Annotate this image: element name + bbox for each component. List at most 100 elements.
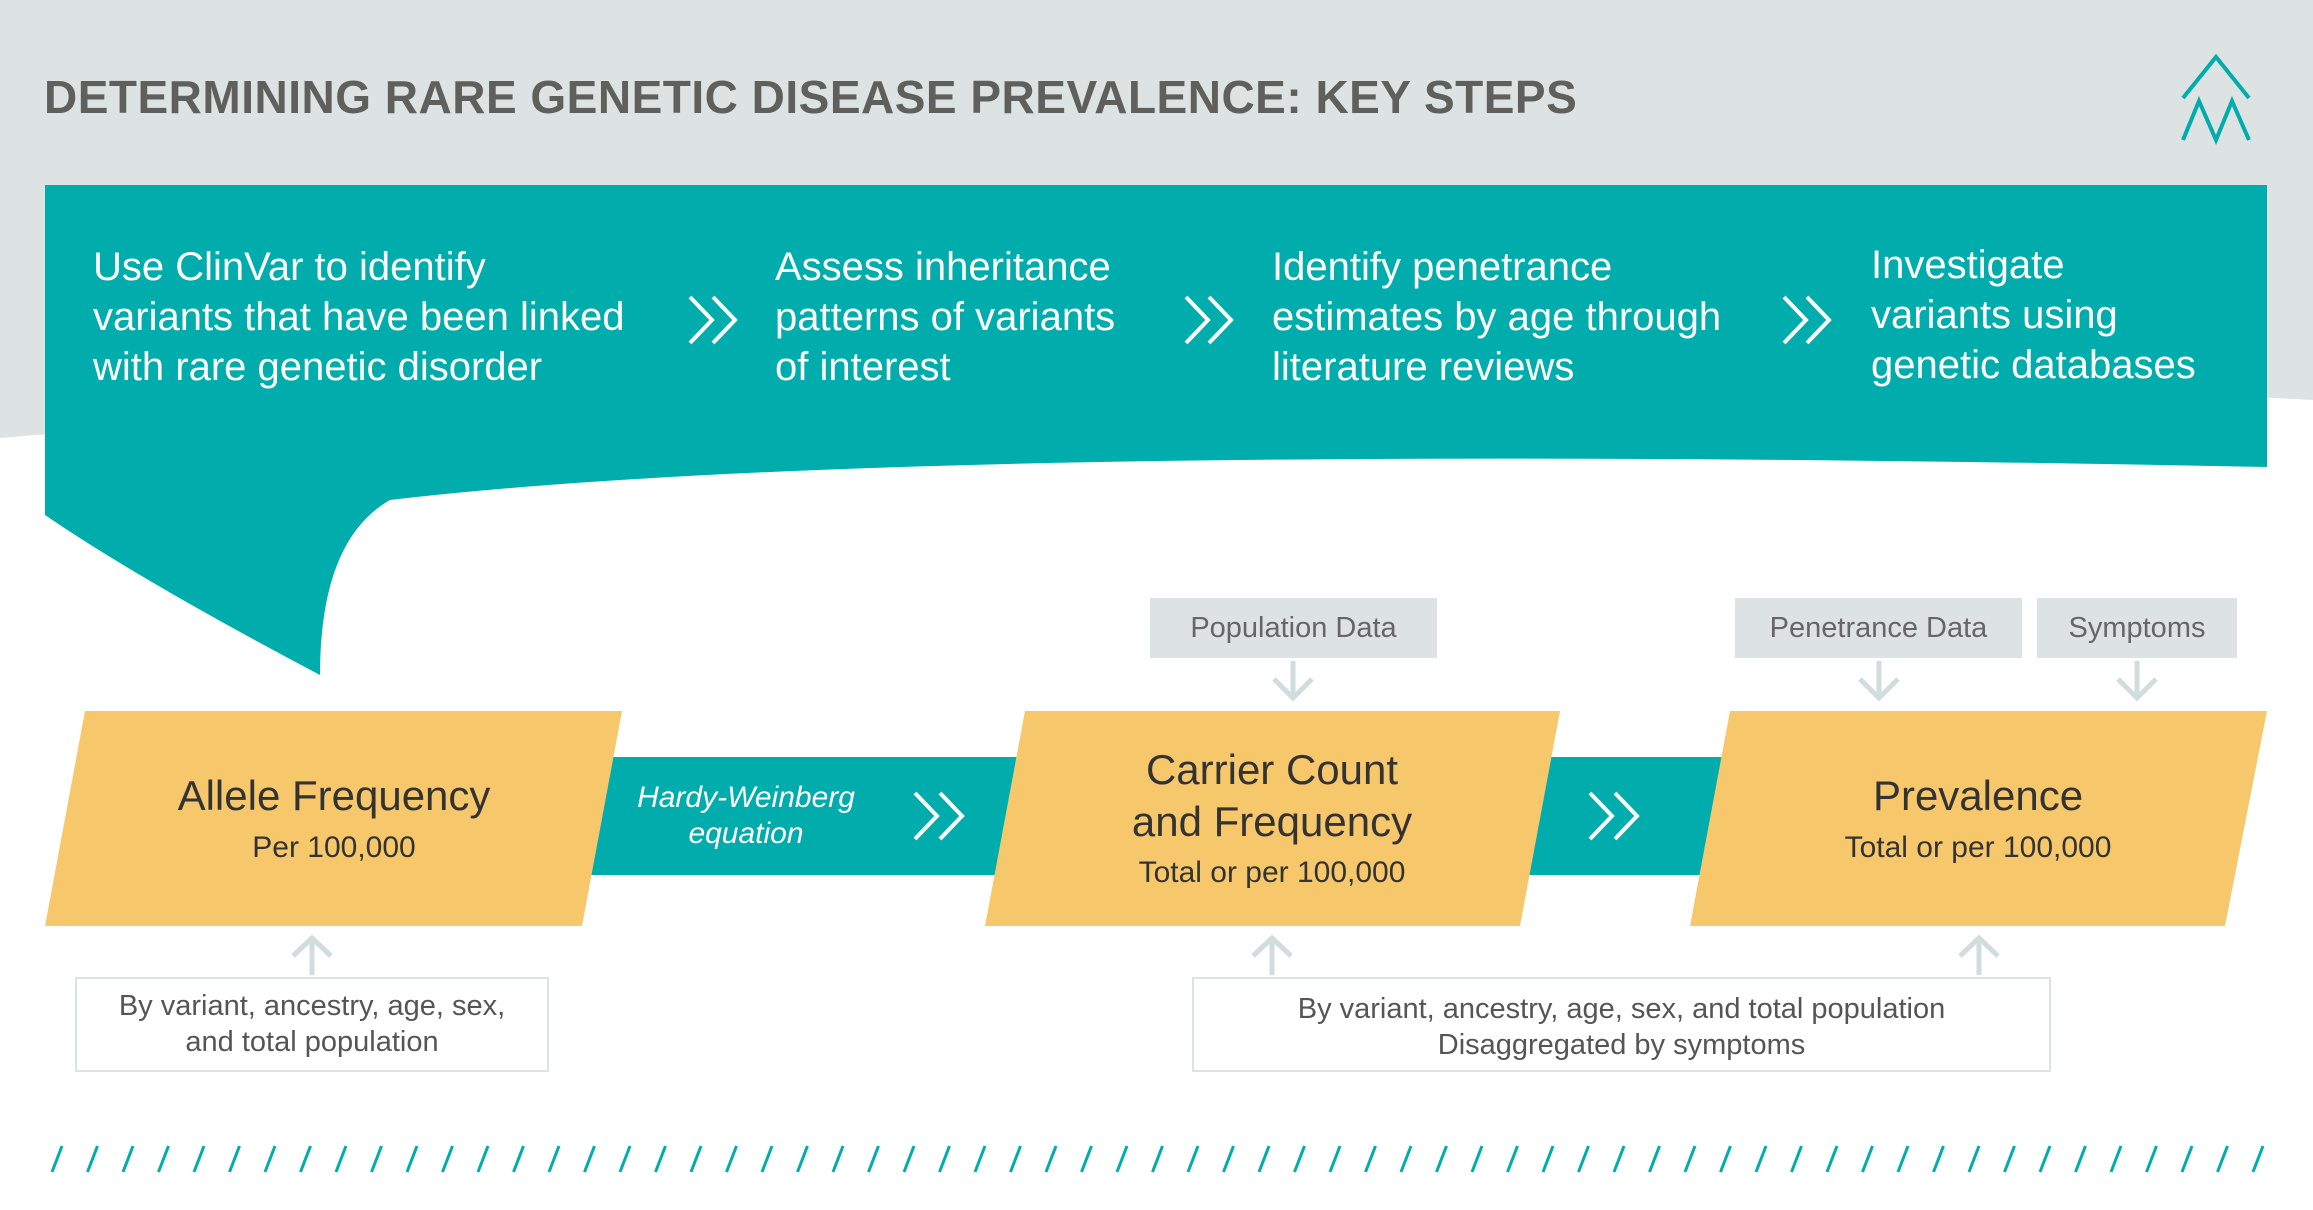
- hatch-mark: [1683, 1145, 1697, 1173]
- allele-note: By variant, ancestry, age, sex, and tota…: [118, 990, 506, 1058]
- steps-banner: [45, 185, 2267, 675]
- double-chevron-right-icon: [1184, 295, 1234, 345]
- hatch-mark: [121, 1145, 135, 1173]
- hatch-mark: [796, 1145, 809, 1173]
- hatch-mark: [689, 1145, 703, 1173]
- hatch-mark: [1435, 1145, 1448, 1173]
- hatch-mark: [867, 1145, 880, 1173]
- hatch-mark: [2251, 1145, 2265, 1173]
- hatch-mark: [1648, 1145, 1661, 1173]
- hatch-mark: [1293, 1145, 1306, 1173]
- step-3-text: Identify penetrance estimates by age thr…: [1272, 245, 1722, 389]
- hatch-mark: [192, 1145, 206, 1173]
- hatch-mark: [1044, 1145, 1058, 1173]
- hatch-mark: [1328, 1145, 1342, 1173]
- hatch-mark: [370, 1145, 383, 1173]
- hatch-mark: [1399, 1145, 1413, 1173]
- arrow-up-icon: [1958, 934, 2000, 975]
- hatch-mark: [583, 1145, 596, 1173]
- hatch-mark: [938, 1145, 951, 1173]
- hatch-mark: [1186, 1145, 1200, 1173]
- double-chevron-right-icon: [1782, 295, 1832, 345]
- hatch-mark: [973, 1145, 987, 1173]
- hatch-mark: [1896, 1145, 1910, 1173]
- step-1-text: Use ClinVar to identify variants that ha…: [93, 245, 625, 389]
- hatch-mark: [1222, 1145, 1235, 1173]
- arrow-up-icon: [291, 934, 333, 975]
- hatch-mark: [299, 1145, 312, 1173]
- hatch-mark: [441, 1145, 454, 1173]
- hatch-mark: [1009, 1145, 1022, 1173]
- hatch-mark: [1257, 1145, 1271, 1173]
- carrier-count-shape: [985, 711, 1560, 926]
- population-data-tag: Population Data: [1190, 612, 1397, 644]
- carrier-count-subtitle: Total or per 100,000: [1138, 856, 1406, 889]
- hatch-mark: [157, 1145, 170, 1173]
- hatch-mark: [2003, 1145, 2016, 1173]
- hatch-mark: [725, 1145, 738, 1173]
- hatch-mark: [50, 1145, 64, 1173]
- hatch-mark: [1612, 1145, 1626, 1173]
- prevalence-title: Prevalence: [1872, 772, 2084, 819]
- hatch-mark: [1577, 1145, 1590, 1173]
- page-title: DETERMINING RARE GENETIC DISEASE PREVALE…: [44, 71, 1578, 123]
- symptoms-tag-box: [2037, 598, 2237, 658]
- step-2-text: Assess inheritance patterns of variants …: [775, 245, 1116, 389]
- hatch-mark: [902, 1145, 916, 1173]
- hatch-mark: [2038, 1145, 2052, 1173]
- double-chevron-right-icon: [688, 295, 738, 345]
- hatch-mark: [831, 1145, 845, 1173]
- allele-note-box: [75, 977, 549, 1072]
- peak-logo-icon: [2181, 53, 2251, 146]
- double-chevron-right-icon: [1588, 791, 1640, 841]
- arrow-down-icon: [1858, 661, 1900, 702]
- hatch-mark: [618, 1145, 632, 1173]
- hatch-mark: [512, 1145, 525, 1173]
- hatch-mark: [1364, 1145, 1377, 1173]
- hatch-mark: [2145, 1145, 2158, 1173]
- carrier-count-title: Carrier Count and Frequency: [1131, 746, 1413, 845]
- hatch-mark: [228, 1145, 241, 1173]
- hatch-mark: [1932, 1145, 1945, 1173]
- hatch-mark: [263, 1145, 277, 1173]
- hatch-mark: [1470, 1145, 1484, 1173]
- penetrance-data-tag-box: [1735, 598, 2022, 658]
- hatch-mark: [2180, 1145, 2194, 1173]
- hatch-mark: [476, 1145, 490, 1173]
- hatch-mark: [2216, 1145, 2229, 1173]
- carrier-prevalence-note-box: [1192, 977, 2051, 1072]
- hatch-mark: [2109, 1145, 2123, 1173]
- hatch-mark: [1151, 1145, 1164, 1173]
- hatch-mark: [760, 1145, 774, 1173]
- allele-frequency-subtitle: Per 100,000: [252, 831, 416, 864]
- hatch-mark: [547, 1145, 561, 1173]
- double-chevron-right-icon: [913, 791, 965, 841]
- arrow-down-icon: [2116, 661, 2158, 702]
- carrier-prevalence-note: By variant, ancestry, age, sex, and tota…: [1297, 993, 1946, 1061]
- prevalence-shape: [1690, 711, 2267, 926]
- hatch-mark: [1541, 1145, 1555, 1173]
- hatch-mark: [334, 1145, 348, 1173]
- hatch-mark: [1080, 1145, 1093, 1173]
- penetrance-data-tag: Penetrance Data: [1769, 612, 1988, 644]
- step-4-text: Investigate variants using genetic datab…: [1871, 243, 2196, 387]
- hatch-mark: [86, 1145, 99, 1173]
- hatch-mark: [654, 1145, 667, 1173]
- hatch-mark: [1115, 1145, 1129, 1173]
- prevalence-subtitle: Total or per 100,000: [1844, 831, 2112, 864]
- population-data-tag-box: [1150, 598, 1437, 658]
- hardy-weinberg-label: Hardy-Weinberg equation: [637, 781, 855, 850]
- hatch-divider: [50, 1145, 2265, 1173]
- hatch-mark: [1967, 1145, 1981, 1173]
- hatch-mark: [2074, 1145, 2087, 1173]
- allele-frequency-title: Allele Frequency: [177, 772, 491, 819]
- hatch-mark: [1719, 1145, 1732, 1173]
- hatch-mark: [1825, 1145, 1839, 1173]
- arrow-down-icon: [1272, 661, 1314, 702]
- hatch-mark: [1506, 1145, 1519, 1173]
- hatch-mark: [1754, 1145, 1768, 1173]
- hatch-mark: [1790, 1145, 1803, 1173]
- symptoms-tag: Symptoms: [2068, 612, 2206, 644]
- hatch-mark: [1861, 1145, 1874, 1173]
